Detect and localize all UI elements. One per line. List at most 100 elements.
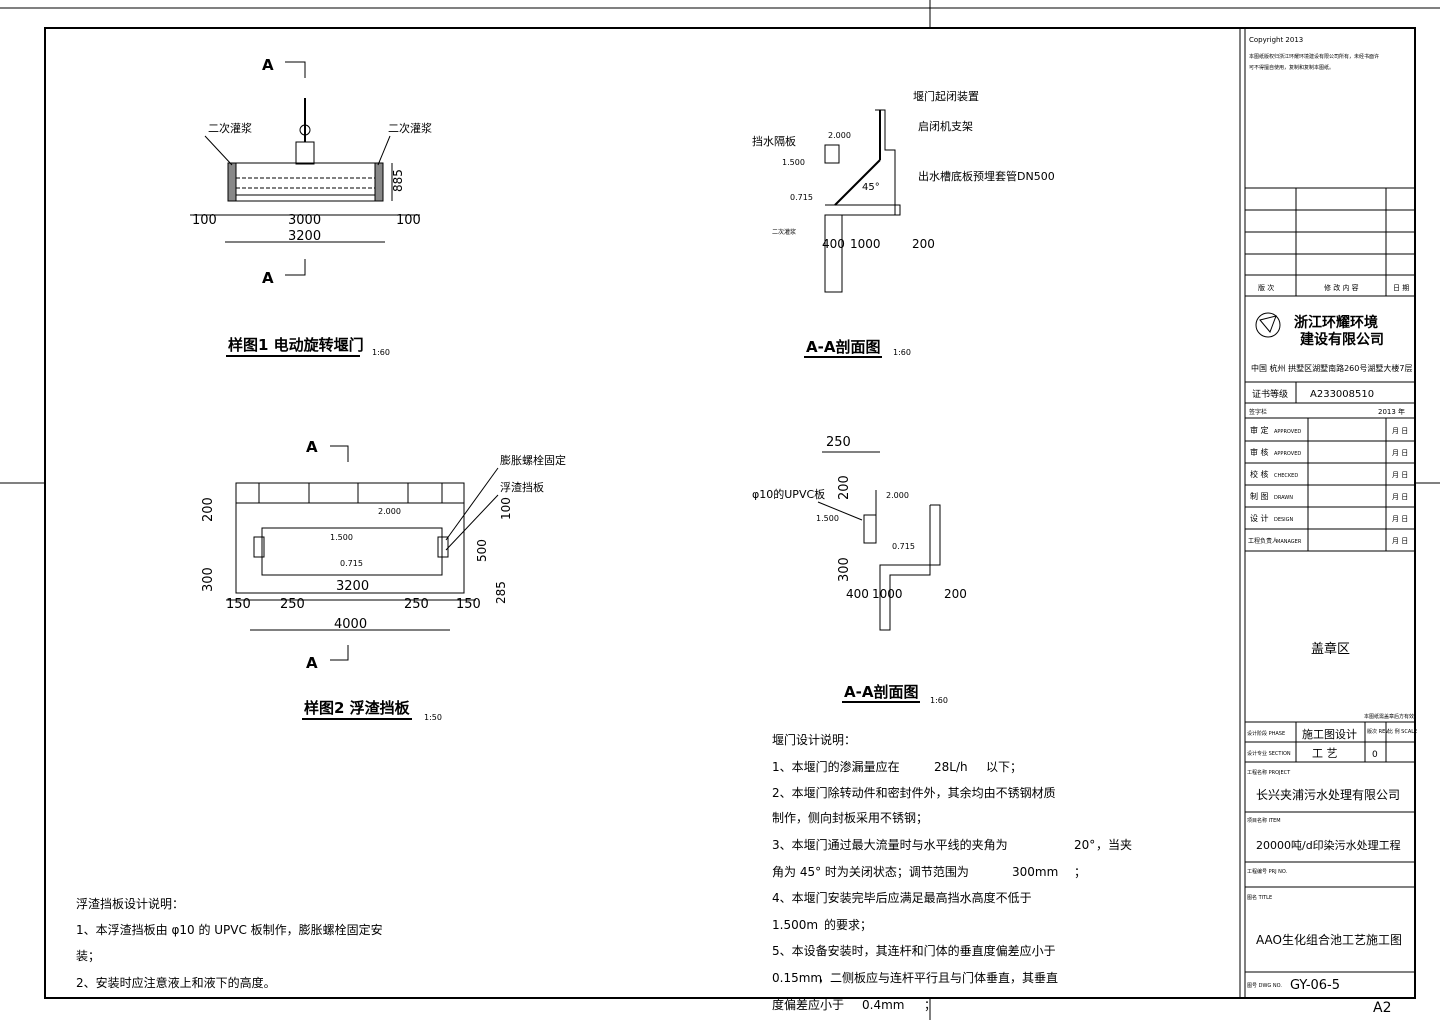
svg-text:设计专业 SECTION: 设计专业 SECTION [1247, 750, 1291, 757]
figure-1-section-title: A-A剖面图 [806, 338, 880, 356]
notes-gate: 堰门设计说明： 1、本堰门的渗漏量应在 28L/h 以下； 2、本堰门除转动件和… [772, 732, 1132, 1012]
svg-text:200: 200 [912, 237, 935, 251]
svg-text:图名 TITLE: 图名 TITLE [1247, 894, 1272, 901]
svg-text:设计阶段 PHASE: 设计阶段 PHASE [1247, 730, 1285, 737]
svg-text:本图纸需盖章后方有效: 本图纸需盖章后方有效 [1364, 713, 1414, 720]
figure-1-section: 堰门起闭装置 启闭机支架 挡水隔板 出水槽底板预埋套管DN500 二次灌浆 2.… [752, 89, 1055, 358]
svg-text:工程名称 PROJECT: 工程名称 PROJECT [1247, 769, 1291, 776]
dim-height: 885 [391, 169, 405, 192]
svg-text:膨胀螺栓固定: 膨胀螺栓固定 [500, 453, 566, 467]
svg-text:签字栏: 签字栏 [1249, 408, 1267, 416]
svg-text:45°: 45° [862, 182, 880, 193]
svg-text:A233008510: A233008510 [1310, 389, 1374, 400]
svg-text:施工图设计: 施工图设计 [1302, 728, 1357, 741]
svg-text:1000: 1000 [850, 237, 881, 251]
svg-text:，二侧板应与连杆平行且与门体垂直，其垂直: ，二侧板应与连杆平行且与门体垂直，其垂直 [818, 970, 1058, 985]
svg-text:审 定: 审 定 [1250, 425, 1269, 435]
figure-2-section-title: A-A剖面图 [844, 683, 918, 701]
svg-text:0.715: 0.715 [340, 559, 363, 568]
figure-1-gate-elevation: A A 二次灌浆 二次灌浆 885 100 3000 100 3200 样图1 … [190, 56, 432, 357]
svg-text:1.500: 1.500 [782, 158, 805, 167]
svg-text:250: 250 [826, 435, 851, 450]
figure-2-board-elevation: A A 膨胀螺栓固定 浮渣挡板 2.000 1.500 0.715 200 30… [201, 438, 566, 722]
svg-text:制作，侧向封板采用不锈钢；: 制作，侧向封板采用不锈钢； [772, 810, 928, 825]
svg-text:300: 300 [201, 567, 216, 592]
svg-text:以下；: 以下； [986, 760, 1022, 774]
svg-text:2.000: 2.000 [828, 131, 851, 140]
svg-text:月 日: 月 日 [1392, 537, 1408, 545]
svg-text:月 日: 月 日 [1392, 471, 1408, 479]
svg-text:版次 REV.: 版次 REV. [1367, 728, 1390, 735]
figure-2-title: 样图2 浮渣挡板 [304, 699, 411, 717]
company-logo [1255, 312, 1281, 338]
svg-text:250: 250 [280, 597, 305, 612]
svg-text:1:60: 1:60 [930, 696, 948, 705]
label-hoist-frame: 启闭机支架 [918, 119, 973, 133]
dim-right: 100 [396, 213, 421, 228]
svg-text:APPROVED: APPROVED [1274, 451, 1301, 457]
figure-1-title: 样图1 电动旋转堰门 [228, 336, 364, 354]
svg-text:1、本浮渣挡板由 φ10 的 UPVC 板制作: 1、本浮渣挡板由 φ10 的 UPVC 板制作，膨胀螺栓固定安 [76, 922, 383, 937]
svg-text:300: 300 [837, 557, 852, 582]
svg-text:审 核: 审 核 [1250, 447, 1269, 457]
svg-text:比 例 SCALE: 比 例 SCALE [1388, 728, 1417, 735]
svg-text:度偏差应小于: 度偏差应小于 [772, 997, 844, 1012]
svg-text:1.500: 1.500 [330, 533, 353, 542]
svg-text:285: 285 [494, 581, 508, 604]
svg-text:；: ； [1074, 865, 1086, 879]
svg-text:项目名称 ITEM: 项目名称 ITEM [1247, 817, 1281, 824]
svg-text:1.500: 1.500 [816, 514, 839, 523]
svg-text:制 图: 制 图 [1250, 491, 1269, 501]
svg-text:0.15mm: 0.15mm [772, 971, 822, 985]
svg-text:AAO生化组合池工艺施工图: AAO生化组合池工艺施工图 [1256, 932, 1402, 947]
svg-text:5、本设备安装时，其连杆和门体的垂直度偏差应小于: 5、本设备安装时，其连杆和门体的垂直度偏差应小于 [772, 943, 1056, 958]
svg-text:APPROVED: APPROVED [1274, 429, 1301, 435]
svg-text:MANAGER: MANAGER [1276, 539, 1302, 545]
svg-text:；: ； [924, 998, 936, 1012]
svg-text:150: 150 [456, 597, 481, 612]
svg-text:300mm: 300mm [1012, 865, 1058, 879]
svg-text:浮渣挡板设计说明：: 浮渣挡板设计说明： [76, 896, 184, 911]
dim-inner: 3000 [288, 213, 321, 228]
svg-text:图号 DWG NO.: 图号 DWG NO. [1247, 983, 1282, 989]
svg-text:150: 150 [226, 597, 251, 612]
section-mark-bottom: A [262, 269, 274, 287]
svg-text:1、本堰门的渗漏量应在: 1、本堰门的渗漏量应在 [772, 759, 900, 774]
svg-text:工 艺: 工 艺 [1312, 747, 1338, 760]
svg-text:A: A [306, 438, 318, 456]
svg-text:建设有限公司: 建设有限公司 [1300, 331, 1384, 348]
svg-text:1.500m: 1.500m [772, 918, 818, 932]
label-baffle: 挡水隔板 [752, 134, 796, 148]
svg-text:0.4mm: 0.4mm [862, 998, 904, 1012]
svg-text:的要求；: 的要求； [824, 917, 872, 932]
svg-text:φ10的UPVC板: φ10的UPVC板 [752, 487, 825, 501]
svg-text:28L/h: 28L/h [934, 760, 968, 774]
svg-text:2.000: 2.000 [886, 491, 909, 500]
label-grout-left: 二次灌浆 [208, 121, 252, 135]
svg-text:设 计: 设 计 [1250, 513, 1269, 523]
svg-text:工程编号 PRJ NO.: 工程编号 PRJ NO. [1247, 868, 1288, 875]
svg-text:CHECKED: CHECKED [1274, 473, 1298, 479]
section-mark-top: A [262, 56, 274, 74]
svg-text:DESIGN: DESIGN [1274, 517, 1294, 523]
svg-text:2、本堰门除转动件和密封件外，其余均由不锈钢材质: 2、本堰门除转动件和密封件外，其余均由不锈钢材质 [772, 785, 1056, 800]
svg-text:1000: 1000 [872, 587, 903, 601]
svg-text:日 期: 日 期 [1393, 284, 1409, 292]
svg-text:浙江环耀环境: 浙江环耀环境 [1294, 314, 1378, 331]
svg-text:月 日: 月 日 [1392, 515, 1408, 523]
svg-text:200: 200 [201, 497, 216, 522]
svg-text:200: 200 [944, 587, 967, 601]
stamp-area: 盖章区 [1311, 641, 1350, 657]
figure-2-section: 250 φ10的UPVC板 2.000 1.500 0.715 200 300 … [752, 435, 967, 705]
svg-text:100: 100 [499, 497, 513, 520]
svg-text:20000吨/d印染污水处理工程: 20000吨/d印染污水处理工程 [1256, 838, 1401, 852]
svg-text:装；: 装； [76, 949, 100, 963]
svg-text:堰门设计说明：: 堰门设计说明： [772, 732, 856, 747]
dim-left: 100 [192, 213, 217, 228]
svg-text:500: 500 [475, 539, 489, 562]
svg-text:2、安装时应注意液上和液下的高度。: 2、安装时应注意液上和液下的高度。 [76, 975, 276, 990]
svg-text:3、本堰门通过最大流量时与水平线的夹角为: 3、本堰门通过最大流量时与水平线的夹角为 [772, 837, 1008, 852]
svg-text:本图纸版权归浙江环耀环境建设有限公司所有，未经书面许: 本图纸版权归浙江环耀环境建设有限公司所有，未经书面许 [1249, 53, 1379, 60]
svg-text:1:50: 1:50 [424, 713, 442, 722]
svg-text:修 改 内 容: 修 改 内 容 [1324, 283, 1359, 292]
